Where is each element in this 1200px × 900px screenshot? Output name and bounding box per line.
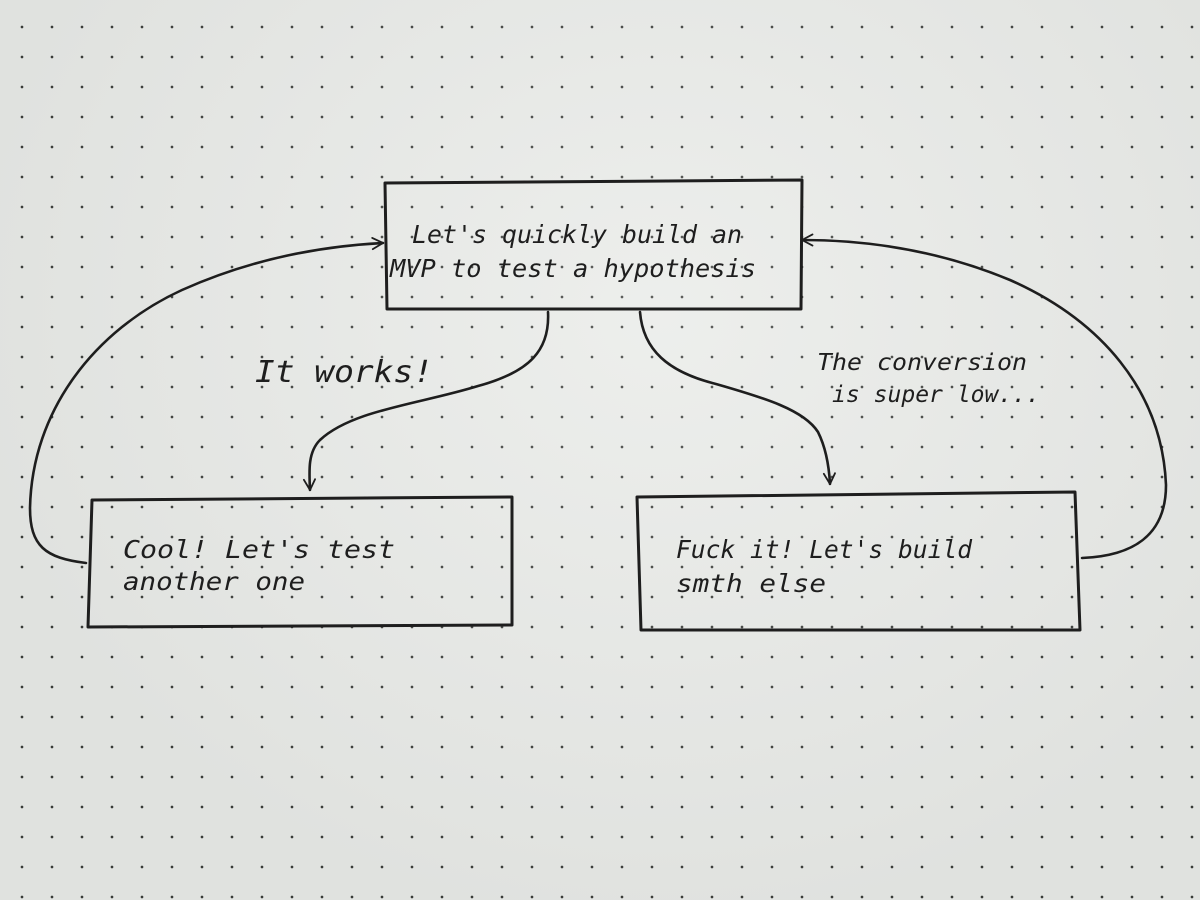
edge-top-to-right [638, 310, 836, 486]
node-test-another-line-2: another one [123, 567, 305, 596]
node-test-another: Cool! Let's test another one [86, 495, 514, 629]
node-build-mvp-line-2: MVP to test a hypothesis [389, 254, 756, 283]
node-test-another-line-1: Cool! Let's test [123, 535, 395, 564]
edge-label-it-works: It works! [255, 355, 433, 390]
node-build-mvp: Let's quickly build an MVP to test a hyp… [383, 178, 804, 311]
node-build-mvp-line-1: Let's quickly build an [412, 220, 742, 249]
edge-label-conversion-line-2: is super low... [832, 382, 1040, 408]
edge-top-to-left [302, 310, 550, 492]
node-build-else-line-1: Fuck it! Let's build [676, 535, 973, 564]
edge-left-to-top [28, 237, 385, 565]
node-build-else-border [635, 490, 1082, 632]
node-build-else: Fuck it! Let's build smth else [635, 490, 1082, 632]
node-build-else-line-2: smth else [676, 569, 826, 598]
node-build-mvp-border [383, 178, 804, 311]
edge-label-conversion-line-1: The conversion [817, 350, 1027, 376]
edge-right-to-top [800, 233, 1168, 560]
node-test-another-border [86, 495, 514, 629]
